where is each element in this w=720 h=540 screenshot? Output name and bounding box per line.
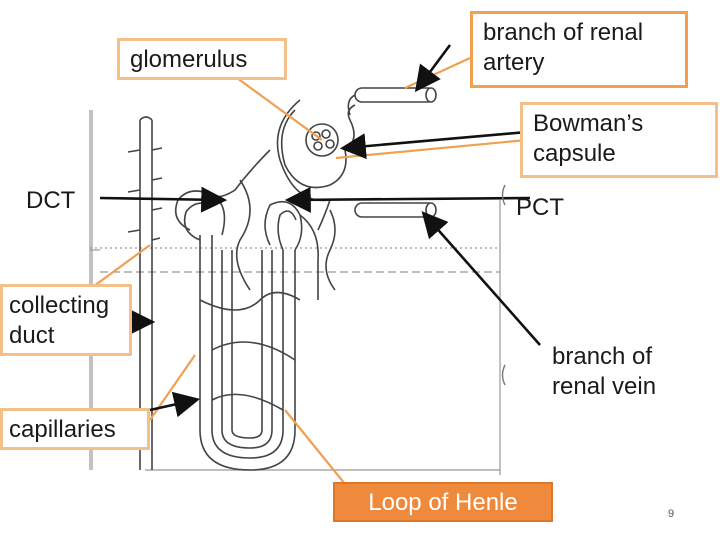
loop-of-henle-drawing [174, 179, 336, 471]
capillaries-text: capillaries [9, 416, 116, 443]
loop-of-henle-label: Loop of Henle [333, 482, 553, 522]
dct-text: DCT [26, 187, 76, 214]
glomerulus-label: glomerulus [117, 38, 287, 80]
collecting-duct-drawing [127, 116, 163, 470]
collecting-duct-text: collecting duct [9, 292, 110, 349]
glomerulus-drawing [209, 99, 356, 231]
glomerulus-text: glomerulus [130, 46, 248, 73]
branch-renal-artery-label: branch of renal artery [470, 11, 688, 88]
capillaries-label: capillaries [0, 408, 150, 450]
pct-label: PCT [516, 193, 564, 223]
branch-renal-vein-label: branch of renal vein [552, 342, 682, 402]
collecting-duct-label: collecting duct [0, 284, 132, 356]
branch-renal-vein-text: branch of renal vein [552, 343, 657, 400]
page-number-text: 9 [668, 508, 675, 520]
pct-text: PCT [516, 194, 564, 221]
black-arrows [99, 44, 541, 418]
bowmans-capsule-label: Bowman’s capsule [520, 102, 718, 178]
bowmans-capsule-text: Bowman’s capsule [533, 110, 644, 167]
page-number: 9 [668, 508, 674, 520]
branch-renal-artery-text: branch of renal artery [483, 19, 644, 76]
side-brace-marks [501, 184, 506, 386]
loop-of-henle-text: Loop of Henle [368, 489, 518, 516]
dct-label: DCT [26, 186, 75, 216]
